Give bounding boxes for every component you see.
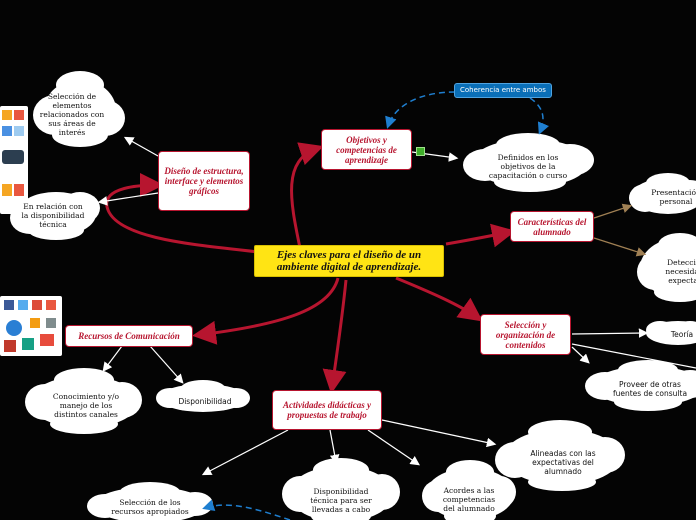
cloud-proveer <box>585 360 696 411</box>
topic-diseno[interactable]: Diseño de estructura, interface y elemen… <box>158 151 250 211</box>
cloud-text-seleccion-elementos[interactable]: Selección de elementos relacionados con … <box>39 91 105 137</box>
cloud-text-presentacion[interactable]: Presentación personal <box>651 188 696 206</box>
cloud-text-teoria[interactable]: Teoría <box>670 329 694 339</box>
cloud-definidos <box>463 133 594 192</box>
topic-recursos[interactable]: Recursos de Comunicación <box>65 325 193 347</box>
cloud-text-acordes[interactable]: Acordes a las competencias del alumnado <box>442 485 496 513</box>
central-topic[interactable]: Ejes claves para el diseño de un ambient… <box>254 245 444 277</box>
cloud-text-definidos[interactable]: Definidos en los objetivos de la capacit… <box>488 152 568 180</box>
main-branches <box>105 142 516 394</box>
cloud-text-disponibilidad-tecnica[interactable]: Disponibilidad técnica para ser llevadas… <box>310 486 372 514</box>
cloud-text-deteccion[interactable]: Detección de necesidades y expectativas <box>665 257 696 285</box>
note-icon[interactable] <box>416 147 425 156</box>
cloud-deteccion <box>637 233 696 302</box>
cloud-text-conocimiento[interactable]: Conocimiento y/o manejo de los distintos… <box>52 391 120 419</box>
cloud-alineadas <box>495 420 625 491</box>
social-media-icons-image <box>0 296 62 356</box>
cloud-text-disponibilidad[interactable]: Disponibilidad <box>178 396 232 406</box>
brown-links <box>593 203 647 257</box>
cloud-disponibilidad <box>156 380 250 412</box>
cloud-conocimiento <box>25 368 142 434</box>
cloud-relacion <box>10 192 100 240</box>
cloud-teoria <box>646 321 696 345</box>
cloud-text-relacion[interactable]: En relación con la disponibilidad técnic… <box>21 201 85 229</box>
tag-coherencia[interactable]: Coherencia entre ambos <box>454 83 552 98</box>
topic-objetivos[interactable]: Objetivos y competencias de aprendizaje <box>321 129 412 170</box>
cloud-text-alineadas[interactable]: Alineadas con las expectativas del alumn… <box>530 448 596 476</box>
clouds <box>10 71 696 520</box>
topic-recursos-label: Recursos de Comunicación <box>78 331 180 341</box>
coherencia-relation <box>202 91 549 520</box>
topic-actividades[interactable]: Actividades didácticas y propuestas de t… <box>272 390 382 430</box>
topic-caracteristicas[interactable]: Características del alumnado <box>510 211 594 242</box>
central-topic-label: Ejes claves para el diseño de un ambient… <box>276 249 422 273</box>
cloud-seleccion-elementos <box>33 71 125 147</box>
topic-seleccion[interactable]: Selección y organización de contenidos <box>480 314 571 355</box>
tag-coherencia-label: Coherencia entre ambos <box>460 86 546 94</box>
topic-caracteristicas-label: Características del alumnado <box>517 216 587 237</box>
topic-objetivos-label: Objetivos y competencias de aprendizaje <box>336 134 397 165</box>
topic-seleccion-label: Selección y organización de contenidos <box>495 319 556 350</box>
cloud-disponibilidad-tecnica <box>282 458 400 520</box>
cloud-acordes <box>422 460 516 520</box>
cloud-presentacion <box>629 173 696 214</box>
app-icons-image <box>0 106 28 214</box>
topic-diseno-label: Diseño de estructura, interface y elemen… <box>164 166 244 196</box>
cloud-text-proveer[interactable]: Proveer de otras fuentes de consulta <box>612 380 688 398</box>
topic-actividades-label: Actividades didácticas y propuestas de t… <box>283 400 371 420</box>
cloud-text-seleccion-recursos[interactable]: Selección de los recursos apropiados <box>111 498 189 516</box>
